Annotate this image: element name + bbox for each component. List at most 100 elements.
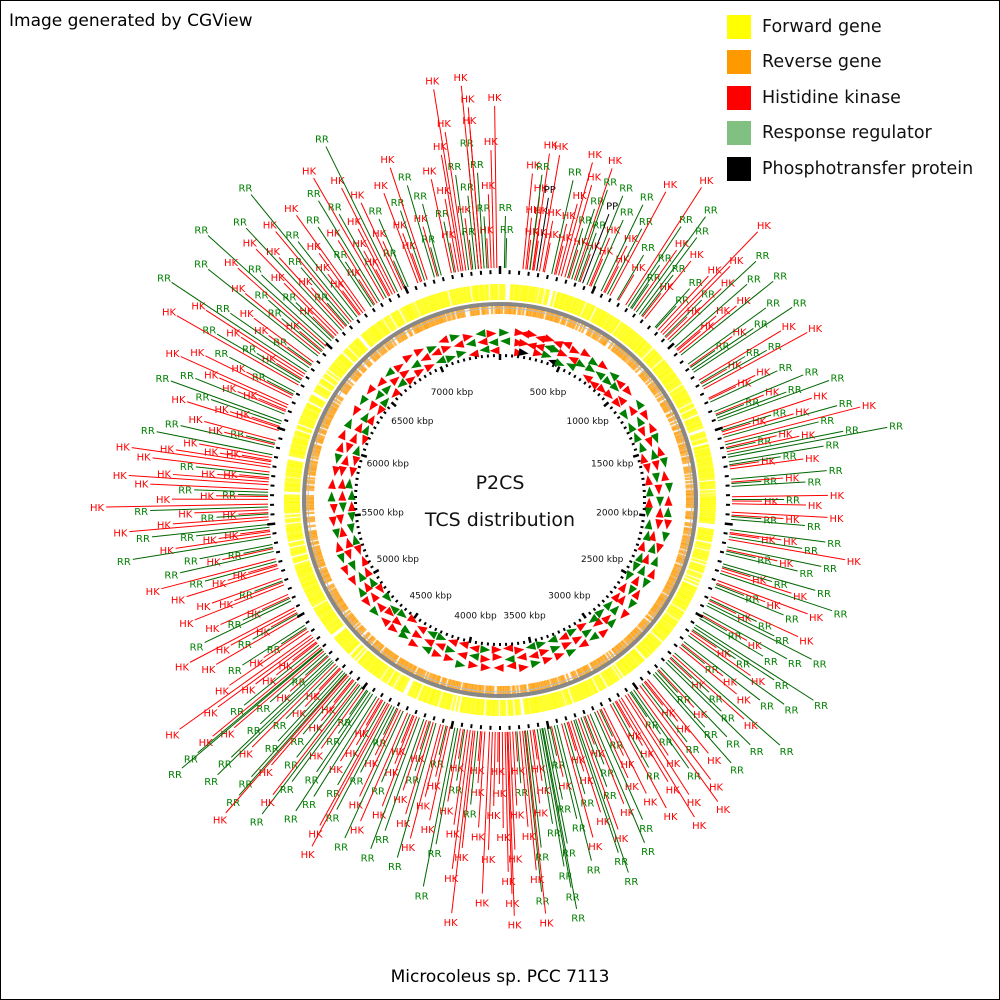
forward-gene bbox=[285, 474, 302, 479]
feature-label: RR bbox=[165, 420, 179, 431]
tcs-feature-arrow bbox=[598, 628, 609, 639]
forward-gene bbox=[285, 522, 302, 527]
forward-gene bbox=[698, 517, 716, 523]
forward-gene bbox=[646, 634, 660, 648]
tcs-feature-arrow bbox=[592, 617, 604, 627]
axis-tick bbox=[601, 397, 606, 401]
feature-leader-line bbox=[721, 567, 751, 578]
feature-label: HK bbox=[547, 208, 562, 219]
feature-leader-line bbox=[487, 194, 492, 269]
feature-leader-line bbox=[627, 226, 682, 307]
forward-gene bbox=[691, 437, 708, 445]
forward-gene bbox=[444, 693, 451, 710]
feature-leader-line bbox=[706, 605, 812, 660]
feature-label: HK bbox=[707, 756, 722, 767]
forward-gene bbox=[572, 298, 581, 315]
forward-gene bbox=[308, 396, 325, 407]
axis-tick bbox=[638, 465, 643, 469]
feature-leader-line bbox=[625, 187, 702, 306]
feature-leader-line bbox=[710, 596, 799, 638]
tcs-feature-arrow bbox=[493, 663, 504, 672]
feature-label: HK bbox=[410, 754, 425, 765]
tcs-feature-arrow bbox=[651, 449, 659, 460]
feature-leader-line bbox=[337, 690, 369, 734]
feature-label: HK bbox=[259, 768, 274, 779]
feature-label: HK bbox=[175, 663, 190, 674]
tcs-feature-arrow bbox=[499, 328, 510, 337]
feature-label: HK bbox=[558, 233, 573, 244]
feature-label: HK bbox=[208, 426, 223, 437]
feature-label: RR bbox=[726, 739, 740, 750]
feature-label: RR bbox=[641, 847, 655, 858]
forward-gene bbox=[577, 300, 587, 317]
feature-label: HK bbox=[540, 918, 555, 929]
feature-leader-line bbox=[541, 728, 572, 888]
tcs-feature-arrow bbox=[662, 531, 670, 543]
tcs-feature-arrow bbox=[480, 663, 491, 672]
feature-label: HK bbox=[271, 273, 286, 284]
axis-tick bbox=[379, 580, 384, 585]
forward-gene bbox=[674, 394, 690, 405]
forward-gene bbox=[697, 467, 714, 473]
outer-tick bbox=[714, 426, 723, 432]
axis-tick bbox=[540, 636, 544, 641]
feature-label: HK bbox=[134, 480, 149, 491]
feature-leader-line bbox=[300, 267, 350, 325]
feature-label: HK bbox=[284, 204, 299, 215]
forward-gene bbox=[301, 578, 318, 588]
feature-label: RR bbox=[603, 178, 617, 189]
forward-gene bbox=[378, 320, 390, 335]
feature-leader-line bbox=[217, 636, 314, 708]
forward-gene bbox=[414, 300, 424, 317]
tcs-feature-arrow bbox=[513, 646, 525, 655]
feature-label: HK bbox=[116, 442, 131, 453]
feature-leader-line bbox=[205, 355, 292, 399]
tcs-feature-arrow bbox=[486, 329, 497, 338]
forward-gene bbox=[291, 442, 308, 450]
forward-gene bbox=[586, 679, 596, 695]
axis-tick bbox=[588, 384, 592, 389]
tcs-feature-arrow bbox=[421, 646, 433, 655]
outer-tick bbox=[310, 367, 315, 372]
forward-gene bbox=[692, 551, 709, 558]
feature-label: RR bbox=[559, 871, 573, 882]
forward-gene bbox=[697, 531, 714, 538]
feature-label: RR bbox=[600, 769, 614, 780]
feature-label: HK bbox=[484, 137, 499, 148]
forward-gene bbox=[285, 469, 302, 475]
forward-gene bbox=[616, 324, 629, 340]
outer-tick bbox=[690, 620, 695, 625]
axis-tick bbox=[357, 531, 362, 535]
tcs-feature-arrow bbox=[597, 360, 608, 370]
forward-gene bbox=[690, 432, 707, 441]
forward-gene bbox=[374, 662, 386, 678]
forward-gene bbox=[411, 301, 421, 318]
forward-gene bbox=[688, 564, 705, 573]
feature-label: RR bbox=[216, 304, 230, 315]
axis-tick bbox=[379, 415, 384, 420]
forward-gene bbox=[618, 326, 631, 341]
forward-gene bbox=[580, 302, 590, 318]
feature-leader-line bbox=[325, 146, 398, 293]
forward-gene bbox=[340, 635, 355, 648]
forward-gene bbox=[284, 519, 302, 524]
axis-tick bbox=[583, 381, 587, 385]
feature-label: HK bbox=[215, 686, 230, 697]
forward-gene bbox=[320, 610, 335, 622]
feature-label: HK bbox=[349, 801, 364, 812]
axis-tick bbox=[588, 611, 592, 616]
feature-leader-line bbox=[189, 607, 295, 663]
axis-tick bbox=[439, 630, 443, 634]
feature-leader-line bbox=[402, 233, 422, 283]
feature-leader-line bbox=[681, 643, 724, 677]
feature-leader-line bbox=[212, 646, 322, 737]
feature-leader-line bbox=[384, 718, 425, 831]
forward-gene bbox=[560, 294, 569, 311]
forward-gene bbox=[486, 284, 490, 301]
forward-gene bbox=[593, 308, 603, 325]
forward-gene bbox=[542, 288, 549, 306]
feature-leader-line bbox=[488, 731, 493, 850]
feature-leader-line bbox=[255, 248, 339, 335]
tcs-feature-arrow bbox=[571, 636, 583, 645]
